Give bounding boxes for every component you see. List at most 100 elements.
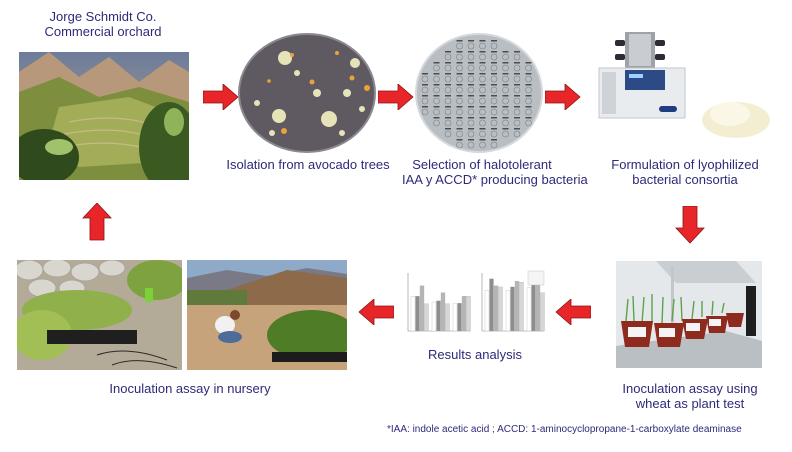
colony-well — [479, 64, 486, 72]
colony-well — [490, 130, 498, 138]
well-label-mark — [468, 117, 474, 119]
colony-well — [444, 86, 452, 94]
orchard-title-line2: Commercial orchard — [44, 24, 162, 39]
well-label-mark — [514, 128, 520, 130]
colony-well — [490, 119, 498, 127]
colony-well — [525, 108, 532, 116]
wheat-assay-label-line2: wheat as plant test — [635, 396, 745, 411]
selection-petri-dish — [415, 33, 543, 153]
arrow-right-icon — [545, 84, 581, 110]
well-label-mark — [456, 106, 463, 108]
well-label-mark — [479, 84, 486, 86]
chart-bar — [440, 292, 446, 332]
isolation-label: Isolation from avocado trees — [226, 157, 390, 172]
results-bar-chart-1 — [398, 265, 472, 341]
well-label-mark — [456, 51, 463, 53]
colony-well — [479, 97, 486, 105]
well-label-mark — [514, 62, 520, 64]
colony-well — [433, 75, 440, 83]
colony-well — [513, 108, 521, 116]
wheat-assay-photo — [616, 261, 762, 368]
well-label-mark — [468, 40, 474, 42]
freeze-dryer-image — [595, 32, 695, 120]
selection-label: Selection of halotolerant IAA y ACCD* pr… — [402, 157, 588, 187]
colony-well — [513, 75, 521, 83]
colony-well — [479, 130, 486, 138]
well-label-mark — [525, 73, 532, 75]
well-label-mark — [502, 62, 509, 64]
well-label-mark — [491, 40, 497, 42]
colony-well — [479, 108, 486, 116]
well-label-mark — [468, 106, 474, 108]
selection-label-line1: Selection of halotolerant — [412, 157, 552, 172]
well-label-mark — [491, 95, 497, 97]
colony-well — [502, 75, 509, 83]
colony-well — [444, 53, 452, 61]
nursery-photo-2 — [187, 260, 347, 370]
well-label-mark — [502, 84, 509, 86]
colony-well — [456, 75, 463, 83]
colony-well — [433, 119, 440, 127]
orchard-photo — [19, 52, 189, 180]
chart-bar — [540, 292, 545, 332]
well-label-mark — [456, 128, 463, 130]
chart-bar — [431, 301, 437, 332]
well-label-mark — [502, 51, 509, 53]
well-label-mark — [422, 95, 428, 97]
formulation-label-line1: Formulation of lyophilized — [611, 157, 759, 172]
well-label-mark — [514, 95, 520, 97]
colony-well — [467, 97, 475, 105]
colony-well — [479, 86, 486, 94]
well-label-mark — [479, 95, 486, 97]
colony-well — [502, 130, 509, 138]
chart-legend — [527, 270, 545, 286]
arrow-up-icon — [82, 203, 112, 241]
well-label-mark — [422, 73, 428, 75]
well-label-mark — [445, 73, 451, 75]
well-label-mark — [468, 139, 474, 141]
well-label-mark — [479, 106, 486, 108]
powder-image — [700, 90, 772, 138]
well-label-mark — [445, 62, 451, 64]
well-label-mark — [456, 95, 463, 97]
colony-well — [490, 42, 498, 50]
arrow-right-icon — [203, 84, 239, 110]
colony-well — [444, 108, 452, 116]
colony-well — [490, 53, 498, 61]
chart-bar — [510, 286, 515, 332]
orchard-title-line1: Jorge Schmidt Co. — [49, 9, 157, 24]
chart-bar — [445, 303, 450, 332]
well-label-mark — [525, 106, 532, 108]
well-label-mark — [479, 62, 486, 64]
well-label-mark — [422, 106, 428, 108]
selection-label-line2: IAA y ACCD* producing bacteria — [402, 172, 588, 187]
colony-well — [525, 86, 532, 94]
colony-well — [490, 141, 498, 149]
well-label-mark — [502, 117, 509, 119]
colony-well — [433, 108, 440, 116]
colony-well — [467, 108, 475, 116]
colony-well — [525, 64, 532, 72]
well-label-mark — [445, 51, 451, 53]
well-label-mark — [514, 106, 520, 108]
well-label-mark — [479, 117, 486, 119]
well-label-mark — [433, 117, 440, 119]
colony-well — [433, 97, 440, 105]
well-label-mark — [514, 84, 520, 86]
arrow-down-icon — [675, 206, 705, 244]
well-label-mark — [491, 84, 497, 86]
colony-well — [525, 119, 532, 127]
wheat-assay-label: Inoculation assay using wheat as plant t… — [605, 381, 775, 411]
colony-well — [490, 97, 498, 105]
arrow-left-icon — [358, 299, 394, 325]
well-label-mark — [445, 128, 451, 130]
well-label-mark — [525, 95, 532, 97]
colony-well — [467, 64, 475, 72]
colony-well — [456, 130, 463, 138]
colony-well — [433, 86, 440, 94]
colony-well — [467, 75, 475, 83]
chart-bar — [484, 290, 490, 332]
well-label-mark — [479, 40, 486, 42]
arrow-left-icon — [555, 299, 591, 325]
well-label-mark — [468, 51, 474, 53]
